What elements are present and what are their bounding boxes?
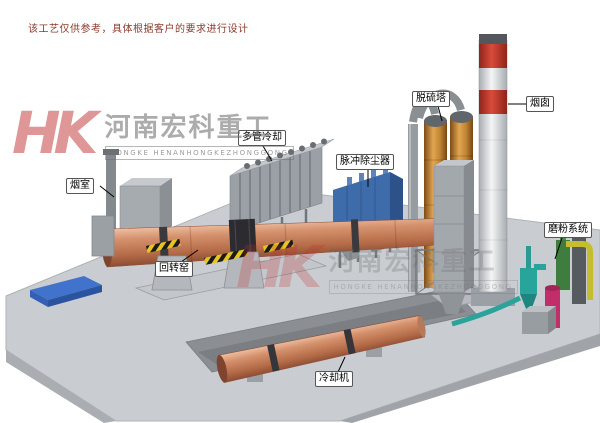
riser-pipe <box>408 124 418 292</box>
leader-lines <box>99 103 563 373</box>
disclaimer-text: 该工艺仅供参考，具体根据客户的要求进行设计 <box>28 24 249 35</box>
smoke-chamber-baghouse <box>103 149 172 247</box>
grinding-system <box>451 225 593 334</box>
label-rotary-kiln: 回转窑 <box>155 261 193 277</box>
label-grinding-system: 磨粉系统 <box>544 222 592 238</box>
kiln-feed-structure <box>433 160 474 314</box>
label-chimney: 烟囱 <box>526 96 554 112</box>
label-multi-tube-cooler: 多管冷却 <box>238 130 286 146</box>
pallet <box>30 276 102 307</box>
label-cooling-machine: 冷却机 <box>315 371 353 387</box>
chimney <box>471 34 515 306</box>
label-pulse-dust-collector: 脉冲除尘器 <box>336 154 394 170</box>
cooling-machine <box>216 315 426 384</box>
hazard-barriers <box>146 238 294 265</box>
label-desulfurization-tower: 脱硫塔 <box>412 91 450 107</box>
label-smoke-chamber: 烟室 <box>66 178 94 194</box>
